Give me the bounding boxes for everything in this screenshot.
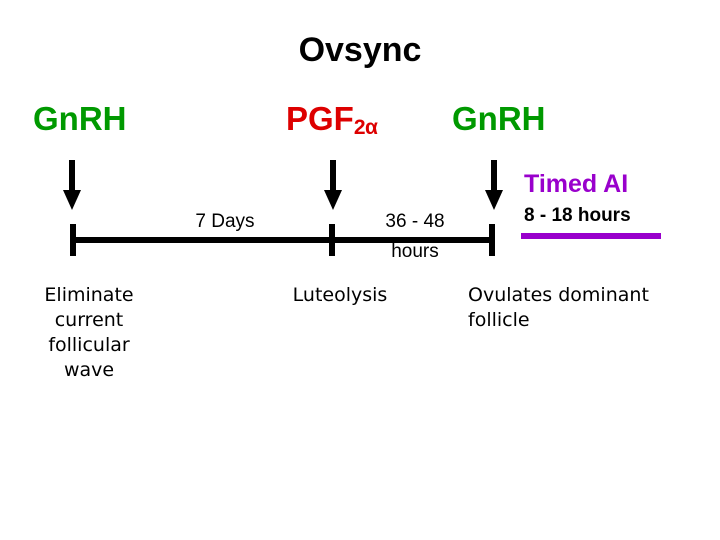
timeline-tick-mid — [329, 224, 335, 256]
note-line: Ovulates dominant — [468, 284, 649, 306]
pgf-base: PGF — [286, 100, 354, 137]
interval-label-hours: hours — [391, 241, 439, 262]
interval-label-7-days: 7 Days — [195, 211, 255, 232]
treatment-label-pgf2a: PGF2α — [286, 100, 378, 143]
note-line: follicular — [48, 334, 130, 356]
timeline-tick-start — [70, 224, 76, 256]
timed-ai-bar — [521, 233, 661, 239]
note-line: follicle — [468, 309, 530, 331]
down-arrow-icon — [484, 160, 504, 212]
note-eliminate: Eliminate current follicular wave — [14, 283, 164, 383]
note-ovulates: Ovulates dominant follicle — [468, 283, 708, 333]
page-title: Ovsync — [298, 31, 422, 69]
treatment-label-gnrh-2: GnRH — [452, 100, 546, 137]
down-arrow-icon — [323, 160, 343, 212]
interval-label-36-48: 36 - 48 — [385, 211, 445, 232]
note-line: current — [54, 309, 124, 331]
note-line: Eliminate — [44, 284, 134, 306]
note-luteolysis: Luteolysis — [255, 283, 425, 308]
timed-ai-window-label: 8 - 18 hours — [524, 205, 631, 226]
timeline-tick-end — [489, 224, 495, 256]
treatment-label-gnrh-1: GnRH — [33, 100, 127, 137]
note-line: wave — [63, 359, 115, 381]
note-line: Luteolysis — [292, 284, 388, 306]
pgf-subscript: 2α — [353, 116, 378, 139]
down-arrow-icon — [62, 160, 82, 212]
timeline-axis — [72, 237, 494, 243]
timed-ai-label: Timed AI — [524, 170, 629, 198]
